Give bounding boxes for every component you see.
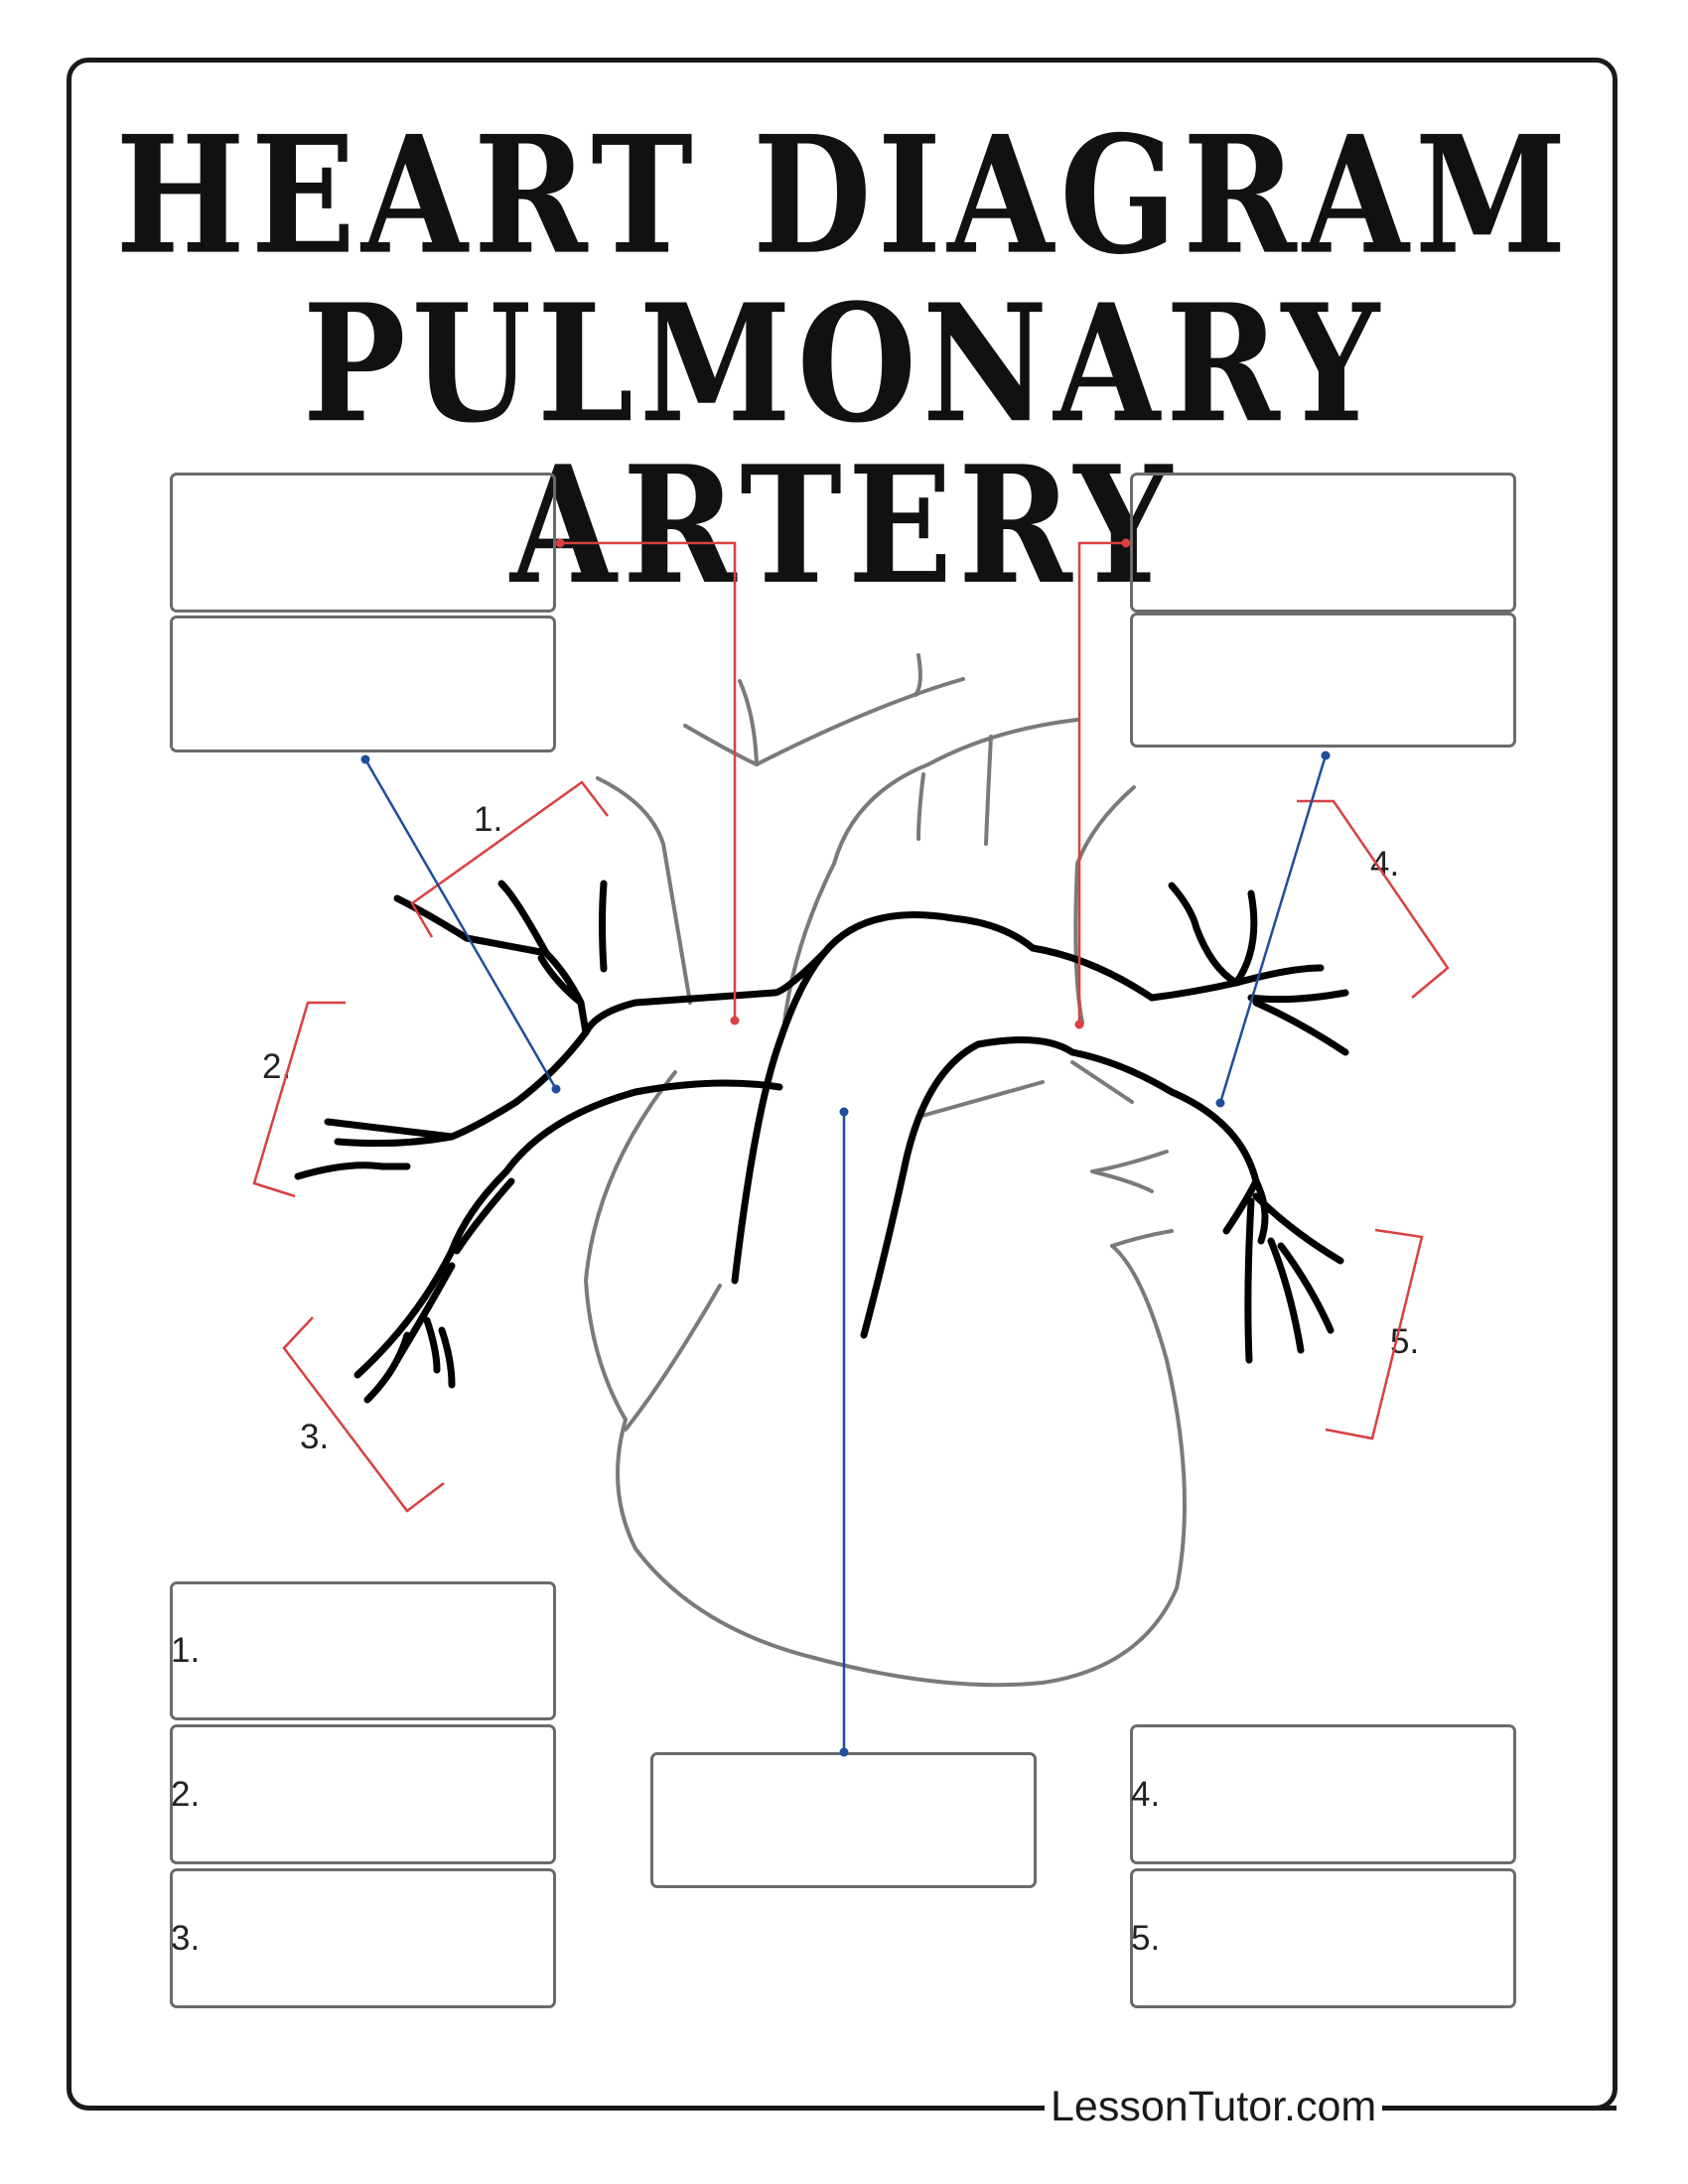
label-box-top-right-2[interactable] xyxy=(1130,613,1516,748)
answer-box-4[interactable]: 4. xyxy=(1130,1724,1516,1864)
red-leaders xyxy=(252,541,1450,1513)
answer-box-number: 2. xyxy=(171,1774,201,1814)
answer-box-1[interactable]: 1. xyxy=(170,1581,556,1720)
callout-2: 2. xyxy=(262,1047,292,1086)
callout-3: 3. xyxy=(300,1418,330,1456)
label-box-top-right-1[interactable] xyxy=(1130,473,1516,613)
footer-rule-right xyxy=(1477,2106,1617,2111)
page-frame xyxy=(67,58,1618,2111)
red-leader-dots xyxy=(555,538,1131,1029)
label-box-top-left-1[interactable] xyxy=(170,473,556,613)
answer-box-5[interactable]: 5. xyxy=(1130,1868,1516,2008)
pulmonary-artery-outline xyxy=(294,880,1349,1404)
answer-box-number: 1. xyxy=(171,1631,201,1670)
answer-box-2[interactable]: 2. xyxy=(170,1724,556,1864)
heart-outline-sketch xyxy=(584,653,1187,1688)
label-box-top-left-2[interactable] xyxy=(170,615,556,752)
callout-1: 1. xyxy=(474,800,503,839)
answer-box-number: 5. xyxy=(1131,1918,1161,1958)
blue-leader-dots xyxy=(360,751,1331,1757)
blue-leaders xyxy=(363,754,1328,1752)
footer-brand: LessonTutor.com xyxy=(1045,2083,1383,2131)
title-line-1: HEART DIAGRAM xyxy=(115,99,1573,291)
footer-rule-left xyxy=(923,2106,1023,2111)
answer-box-3[interactable]: 3. xyxy=(170,1868,556,2008)
title-line-2: PULMONARY ARTERY xyxy=(302,267,1386,620)
answer-box-number: 4. xyxy=(1131,1774,1161,1814)
answer-box-number: 3. xyxy=(171,1918,201,1958)
